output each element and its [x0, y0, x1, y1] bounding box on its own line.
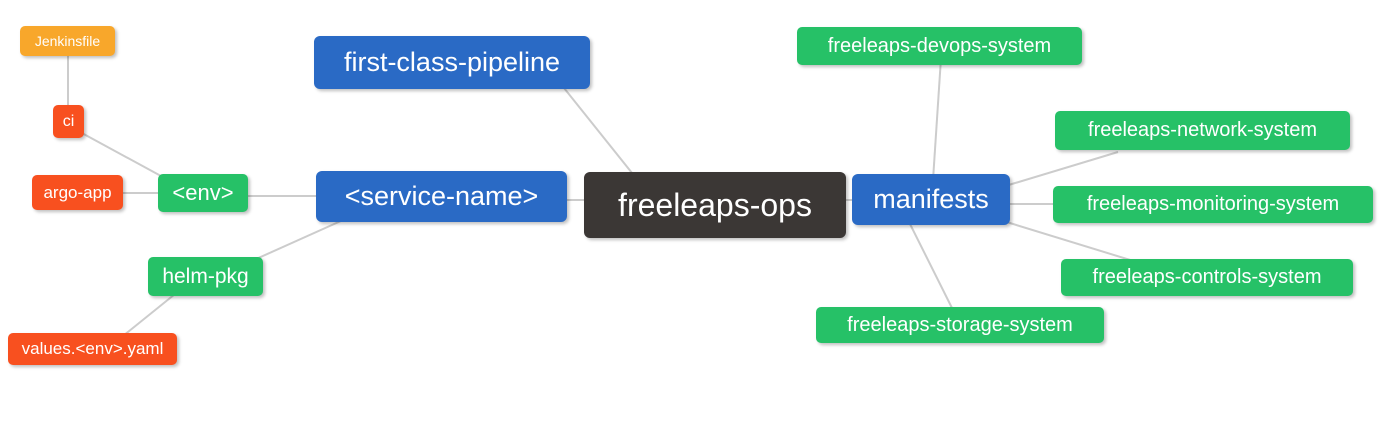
node-ci[interactable]: ci	[53, 105, 84, 138]
node-service-name[interactable]: <service-name>	[316, 171, 567, 222]
edge-manifests-controls	[999, 219, 1141, 264]
node-values-env-yaml[interactable]: values.<env>.yaml	[8, 333, 177, 365]
edge-service-name-helm-pkg	[244, 215, 353, 265]
node-argo-app[interactable]: argo-app	[32, 175, 123, 210]
node-helm-pkg[interactable]: helm-pkg	[148, 257, 263, 296]
edge-manifests-network	[1001, 151, 1119, 188]
node-freeleaps-monitoring-system[interactable]: freeleaps-monitoring-system	[1053, 186, 1373, 223]
node-freeleaps-controls-system[interactable]: freeleaps-controls-system	[1061, 259, 1353, 296]
edge-helm-pkg-values	[117, 289, 181, 341]
edge-ci-env	[79, 131, 173, 183]
node-env[interactable]: <env>	[158, 174, 248, 212]
edge-manifests-devops	[932, 57, 942, 181]
node-freeleaps-ops[interactable]: freeleaps-ops	[584, 172, 846, 238]
node-first-class-pipeline[interactable]: first-class-pipeline	[314, 36, 590, 89]
node-jenkinsfile[interactable]: Jenkinsfile	[20, 26, 115, 56]
node-freeleaps-devops-system[interactable]: freeleaps-devops-system	[797, 27, 1082, 65]
node-manifests[interactable]: manifests	[852, 174, 1010, 225]
node-freeleaps-storage-system[interactable]: freeleaps-storage-system	[816, 307, 1104, 343]
edge-manifests-storage	[907, 219, 955, 313]
node-freeleaps-network-system[interactable]: freeleaps-network-system	[1055, 111, 1350, 150]
edge-pipeline-freeleaps-ops	[559, 82, 637, 179]
